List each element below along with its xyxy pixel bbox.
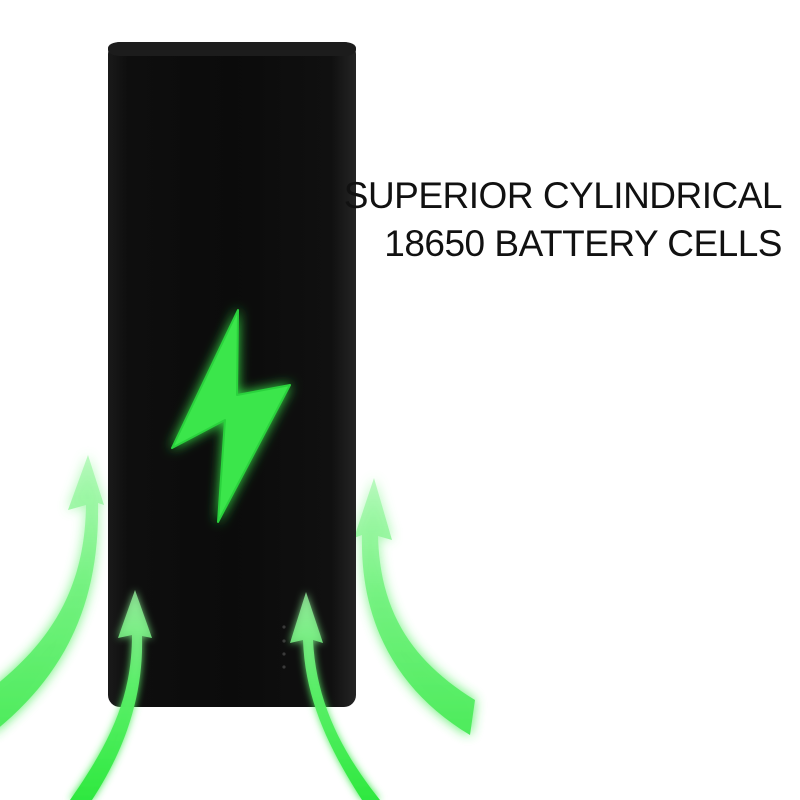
airflow-arrow-icon <box>70 590 152 800</box>
led-indicator <box>282 625 286 669</box>
headline-line-1: SUPERIOR CYLINDRICAL <box>343 175 783 216</box>
headline-line-2: 18650 BATTERY CELLS <box>384 223 782 264</box>
airflow-arrow-icon <box>354 478 475 735</box>
airflow-arrow-icon <box>0 455 104 727</box>
lightning-bolt-icon <box>171 309 291 523</box>
headline: SUPERIOR CYLINDRICAL 18650 BATTERY CELLS <box>262 172 783 268</box>
airflow-arrow-icon <box>290 592 380 800</box>
